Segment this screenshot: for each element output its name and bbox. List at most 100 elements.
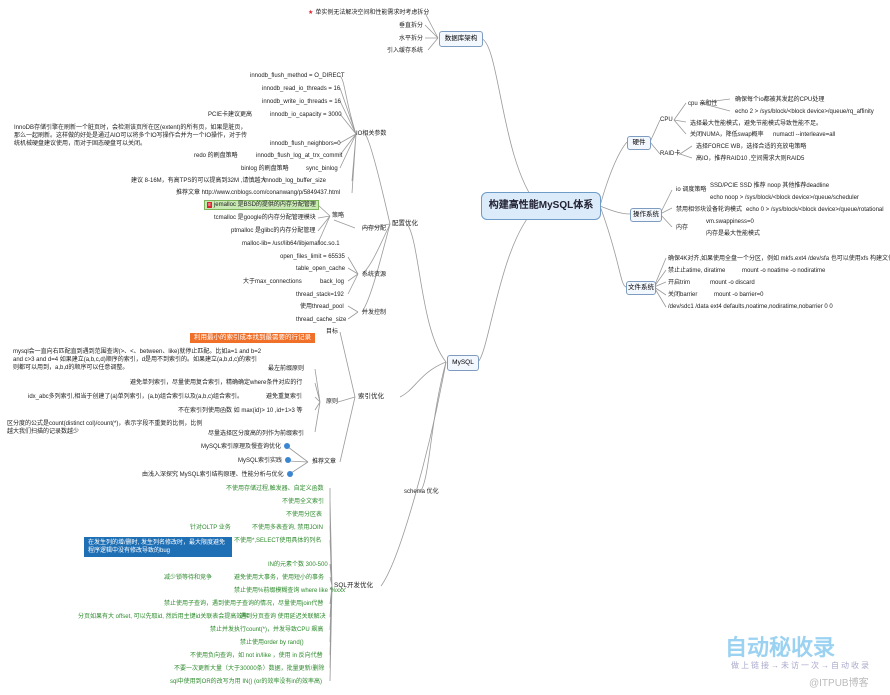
sql-or-to-in: sql中使用到OR的改写为用 IN() (or的效率没有in的效率高): [170, 679, 323, 685]
db-arch-horizontal: 水平拆分: [399, 36, 424, 42]
sql-no-fulltext: 不使用全文索引: [282, 499, 325, 505]
db-arch-vertical: 垂直拆分: [399, 23, 424, 29]
os-max-mem: 内存是最大性能模式: [706, 231, 761, 237]
sql-no-prefix-like: 禁止使用%前缀模糊查询 where like '%xxx': [234, 588, 347, 594]
os-io-merge: 禁用相邻块设备轮询模式: [676, 207, 743, 213]
index-selectivity-text: 区分度的公式是count(distinct col)/count(*)，表示字段…: [7, 421, 203, 435]
branch-schema-opt[interactable]: schema 优化: [404, 489, 439, 495]
link-icon[interactable]: [285, 457, 292, 464]
cpu-perf-mode: 选择最大性能模式，避免节能模式导致性能不足。: [690, 121, 823, 127]
cpu-affinity: cpu 亲和性: [688, 101, 718, 107]
index-article-2[interactable]: MySQL索引实践: [238, 457, 292, 465]
cpu-numa-cmd: numactl --interleave=all: [773, 132, 836, 138]
branch-filesystem[interactable]: 文件系统: [626, 281, 656, 295]
center-topic[interactable]: 构建高性能MySQL体系: [481, 192, 601, 220]
io-neighbors-note: InnoDB存储引擎在刷新一个脏页时，会检测该页所在区(extent)的所有页，…: [14, 125, 248, 147]
io-pcie-note: PCIE卡建议更高: [208, 112, 253, 118]
index-principle: 原则: [326, 399, 339, 405]
watermark-subtitle: 做上链接→未访一次→自动收录: [731, 661, 871, 670]
io-binlog-note: binlog 的刷盘策略: [241, 166, 289, 172]
os-ssd: SSD/PCIE SSD 推荐 noop 其他推荐deadline: [710, 183, 830, 189]
io-flush-neighbors: innodb_flush_neighbors=0: [270, 141, 341, 147]
branch-db-architecture[interactable]: 数据库架构: [439, 31, 483, 47]
cpu-numa: 关闭NUMA，降低swap概率: [690, 132, 764, 138]
link-icon[interactable]: [284, 443, 291, 450]
watermark-title: 自动秘收录: [725, 635, 836, 660]
sql-no-join: 不使用多表查询, 禁用JOIN: [252, 525, 324, 531]
index-goal: 目标: [326, 329, 339, 335]
io-trx-commit: innodb_flush_log_at_trx_commit: [256, 153, 343, 159]
os-memory: 内存: [676, 225, 689, 231]
io-flush-method: innodb_flush_method = O_DIRECT: [250, 73, 345, 79]
branch-hardware[interactable]: 硬件: [627, 136, 651, 150]
index-avoid-dup: 避免重复索引: [266, 394, 303, 400]
os-swappiness: vm.swappiness=0: [706, 219, 754, 225]
io-article-link[interactable]: 推荐文章 http://www.cnblogs.com/conanwang/p/…: [176, 190, 341, 196]
os-noop-cmd: echo noop > /sys/block/<block device>/qu…: [710, 195, 859, 201]
fs-align: 确保4K对齐,如果使用全盘一个分区，例如 mkfs.ext4 /dev/sfa …: [668, 256, 890, 262]
db-arch-note: ★单实例无法解决空间和性能需求时考虑拆分: [308, 10, 430, 16]
branch-io-params[interactable]: IO相关参数: [356, 131, 387, 137]
index-articles: 推荐文章: [312, 459, 337, 465]
watermark-logo: 自动秘收录 做上链接→未访一次→自动收录 @ITPUB博客: [725, 628, 885, 692]
branch-mysql[interactable]: MySQL: [447, 355, 479, 371]
index-leftmost-text: mysql会一直向右匹配直到遇到范围查询(>、<、between、like)就停…: [13, 349, 262, 371]
sql-no-procedures: 不使用存储过程,触发器、自定义函数: [226, 486, 324, 492]
io-write-threads: innodb_write_io_threads = 16: [262, 99, 341, 105]
branch-sql-dev[interactable]: SQL开发优化: [334, 582, 374, 589]
index-article-3[interactable]: 由浅入深探究 MySQL索引结构原理、性能分析与优化: [142, 471, 293, 479]
branch-system-resources[interactable]: 系统资源: [362, 272, 387, 278]
fs-trim: 开启trim: [668, 280, 690, 286]
mem-tcmalloc: tcmalloc 是google的内存分配管理模块: [214, 215, 316, 221]
sql-no-partition: 不使用分区表: [286, 512, 323, 518]
index-dup-text: idx_abc多列索引,相当于创建了(a)单列索引，(a,b)组合索引以及(a,…: [28, 394, 244, 400]
sql-batch-update: 不要一次更新大量（大于30000条）数据，批量更新/删除: [174, 666, 325, 672]
fs-barrier: 关闭barrier: [668, 292, 698, 298]
sql-no-subquery: 禁止使用子查询，遇到使用子查询的情况，尽量使用join代替: [164, 601, 324, 607]
fs-fstab: /dev/sdc1 /data ext4 defaults,noatime,no…: [668, 304, 833, 310]
branch-os[interactable]: 操作系统: [630, 208, 662, 222]
sql-short-trx: 避免使用大事务，使用短小的事务: [234, 575, 325, 581]
index-goal-text: 利用最小的索引成本找到最需要的行记录: [190, 333, 315, 343]
cpu-affinity-1: 确保每个io都被其发起的CPU处理: [735, 97, 825, 103]
index-article-1[interactable]: MySQL索引原理及慢查询优化: [201, 443, 291, 451]
io-sync-binlog: sync_binlog: [306, 166, 338, 172]
io-redo-note: redo 的刷盘策略: [194, 153, 238, 159]
star-icon: ★: [308, 10, 314, 16]
sql-no-negative: 不使用负向查询，如 not in/like ，使用 in 反向代替: [190, 653, 323, 659]
mem-ptmalloc: ptmalloc 是glibc的内存分配管理: [231, 228, 316, 234]
index-selectivity: 尽量选择区分度高的列作为前缀索引: [208, 431, 305, 437]
sys-maxconn-note: 大于max_connections: [243, 279, 302, 285]
sql-reduce-locks: 减少锁等待和竞争: [164, 575, 213, 581]
mem-jemalloc: ≡jemalloc 是BSD的提供的内存分配管理: [204, 200, 319, 210]
raid-force-wb: 选择FORCE WB，选择合适的充放电策略: [696, 144, 807, 150]
sql-oltp: 针对OLTP 业务: [190, 525, 231, 531]
io-log-buffer-size: innodb_log_buffer_size: [264, 178, 326, 184]
link-icon[interactable]: [286, 471, 293, 478]
conc-thread-pool: 使用thread_pool: [300, 304, 344, 310]
fs-atime: 禁止止atime, diratime: [668, 268, 726, 274]
sql-no-star: 不使用*,SELECT使用具体的列名: [234, 538, 322, 544]
cpu-affinity-2: echo 2 > /sys/block/<block device>/queue…: [735, 109, 874, 115]
fs-trim-cmd: mount -o discard: [710, 280, 755, 286]
sys-table-cache: table_open_cache: [296, 266, 346, 272]
index-avoid-single: 避免单列索引，尽量使用复合索引，精确确定where条件对应的行: [130, 380, 303, 386]
branch-index-opt[interactable]: 索引优化: [358, 393, 384, 400]
fs-atime-cmd: mount -o noatime -o nodiratime: [742, 268, 826, 274]
sql-star-note: 在发生列的增/删时, 发生列名修改时，最大限度避免程序逻辑中没有修改导致的bug: [84, 537, 232, 557]
os-io-sched: io 调度策略: [676, 187, 707, 193]
sql-no-rand: 禁止使用order by rand(): [240, 640, 304, 646]
branch-concurrency[interactable]: 并发控制: [362, 310, 387, 316]
raid-level: 高IO，推荐RAID10 ,空间需求大则RAID5: [696, 156, 805, 162]
os-rotational: echo 0 > /sys/block/<block device>/queue…: [746, 207, 884, 213]
sql-delayed-join: 遇到分页查询 使用延迟关联解决: [240, 614, 326, 620]
index-no-function: 不在索引列使用函数 如 max(id)> 10 ,id+1>3 等: [178, 408, 303, 414]
branch-memory-alloc[interactable]: 内存分配: [362, 226, 387, 232]
watermark-footer: @ITPUB博客: [809, 678, 869, 689]
io-log-buffer-note: 建议 8-16M，有高TPS的可以提高到32M ,请慎越大: [131, 178, 267, 184]
fs-barrier-cmd: mount -o barrier=0: [714, 292, 764, 298]
sql-offset-note: 分页如果有大 offset, 可以先取id, 然后用主键id关联表会提高效率: [78, 614, 249, 620]
branch-config[interactable]: 配置优化: [392, 220, 418, 227]
db-arch-cache: 引入缓存系统: [387, 48, 424, 54]
